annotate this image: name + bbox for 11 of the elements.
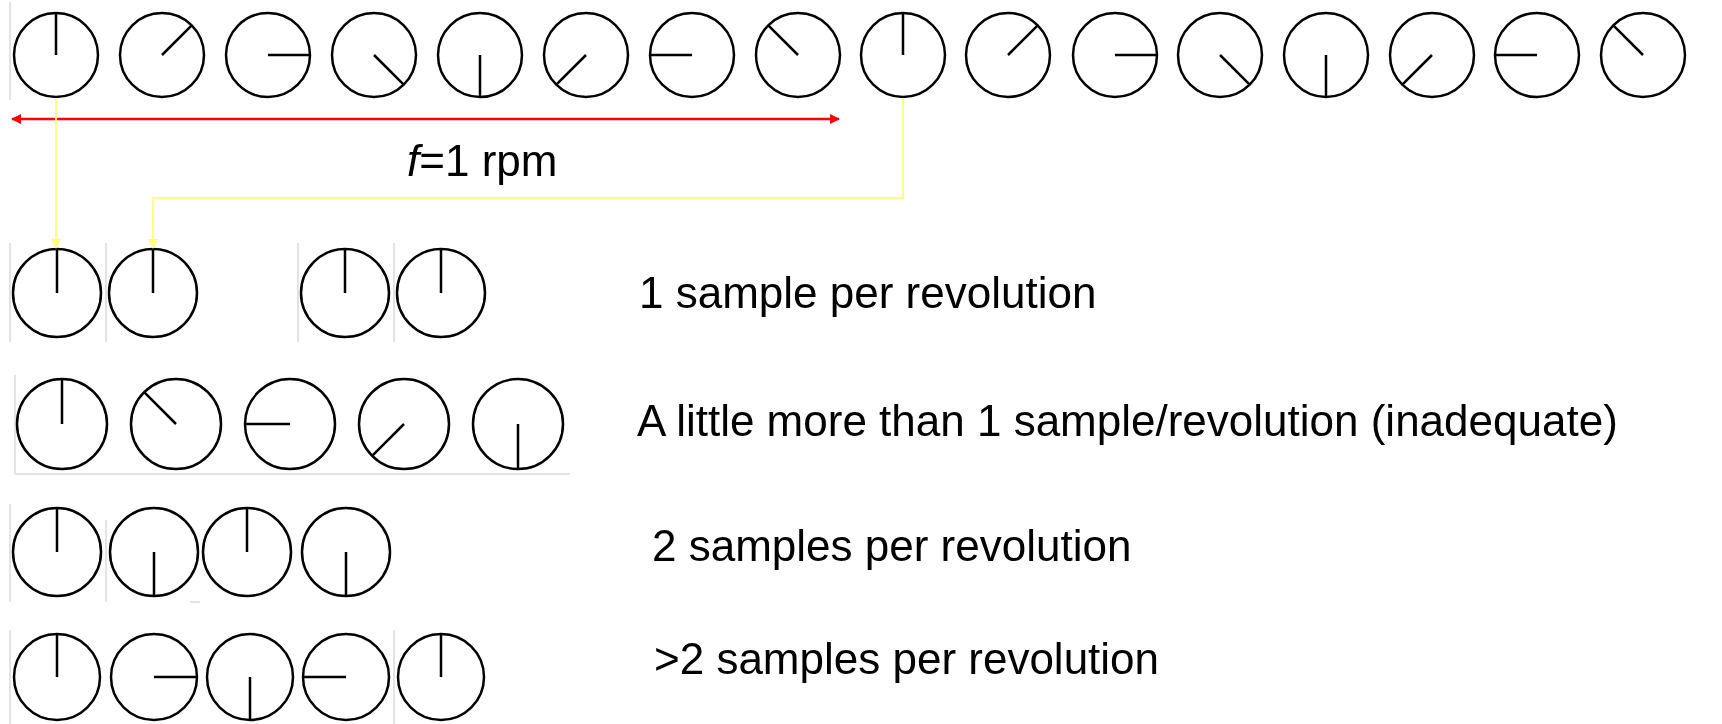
row-caption: >2 samples per revolution: [654, 637, 1160, 681]
dial-icon: [13, 12, 99, 98]
dimension-label: f=1 rpm: [407, 139, 558, 183]
dial-icon: [860, 12, 946, 98]
arrow: [51, 97, 61, 249]
row-caption: A little more than 1 sample/revolution (inadequate): [637, 399, 1618, 443]
dial-icon: [12, 248, 102, 338]
row-caption: 2 samples per revolution: [652, 524, 1132, 568]
arrow: [148, 97, 904, 249]
dial-icon: [108, 248, 198, 338]
row-caption: 1 sample per revolution: [639, 271, 1097, 315]
